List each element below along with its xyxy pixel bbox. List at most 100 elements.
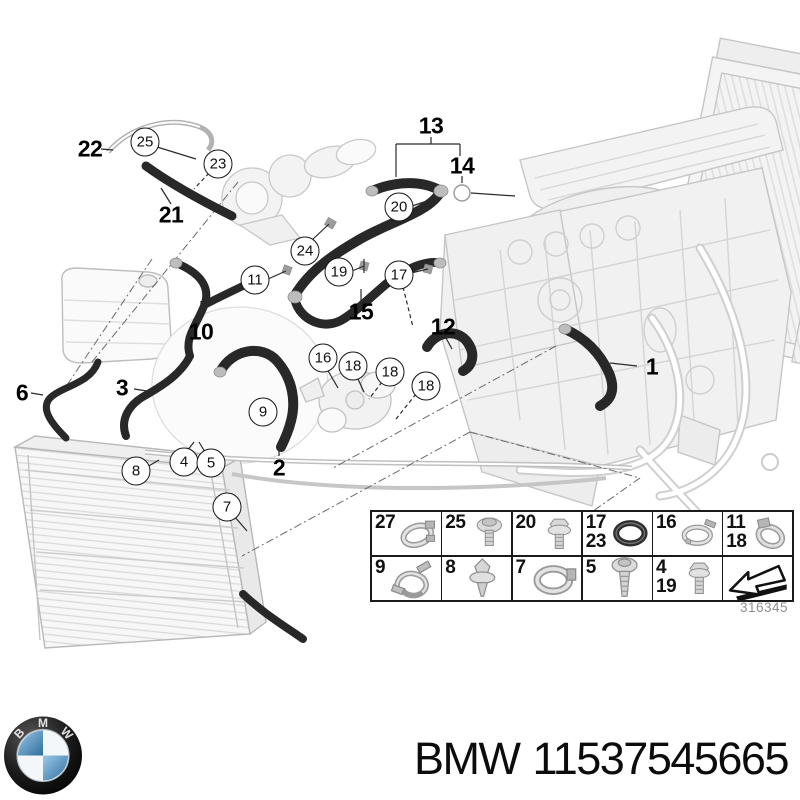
callout-circled-16: 16	[308, 343, 338, 373]
turbocharger-lineart	[221, 138, 377, 246]
callout-number: 4	[179, 453, 189, 471]
legend-number: 7	[515, 556, 527, 578]
callout-number: 15	[348, 298, 374, 325]
callout-number: 17	[390, 266, 408, 284]
callout-number: 19	[330, 263, 348, 281]
fasteners-legend-table: 27 25 20	[370, 510, 794, 602]
legend-cell-16: 16	[653, 512, 722, 556]
callout-circled-11: 11	[240, 265, 270, 295]
worm-hose-clamp-icon	[400, 520, 436, 549]
legend-number: 18	[726, 531, 747, 552]
expanding-rivet-icon	[469, 557, 496, 597]
legend-number: 11	[726, 512, 746, 533]
callout-number: 9	[258, 403, 268, 421]
callout-number: 6	[15, 379, 29, 406]
pan-head-screw-icon	[611, 556, 638, 597]
callout-number: 24	[296, 242, 314, 260]
drawing-number: 316345	[739, 600, 788, 615]
legend-number: 23	[585, 531, 607, 552]
legend-cell-7: 7	[512, 556, 582, 600]
roundel-quadrants	[18, 730, 68, 781]
callout-number: 8	[131, 462, 141, 480]
construction-lines	[62, 181, 641, 557]
callout-number: 2	[272, 454, 286, 481]
legend-cell-9: 9	[372, 556, 441, 600]
callout-number: 16	[314, 349, 332, 367]
hose-21	[141, 161, 237, 221]
callout-circled-7: 7	[212, 492, 242, 522]
legend-cell-25: 25	[442, 512, 511, 556]
callout-number: 1	[645, 353, 659, 380]
brand-name: BMW	[414, 733, 521, 784]
callout-13: 13	[419, 114, 444, 138]
legend-number: 16	[656, 512, 677, 533]
callout-number: 23	[209, 155, 227, 173]
band-clamp-icon	[533, 564, 576, 595]
callout-circled-18c: 18	[411, 371, 441, 401]
legend-cell-11-18: 11 18	[723, 512, 792, 556]
legend-number: 9	[375, 556, 386, 578]
fan-shroud-lineart	[151, 306, 329, 464]
callout-12: 12	[431, 315, 456, 339]
flange-bolt-icon	[688, 562, 711, 595]
callout-number: 20	[390, 198, 408, 216]
legend-number: 27	[375, 512, 396, 533]
hose-15	[290, 257, 445, 329]
spring-clip-icon	[390, 559, 432, 598]
callout-number: 10	[188, 318, 214, 345]
callout-number: 14	[449, 152, 475, 179]
part-number: 11537545665	[532, 733, 790, 784]
seal-ring-14	[453, 184, 471, 202]
callout-circled-19: 19	[324, 257, 354, 287]
legend-cell-8: 8	[442, 556, 511, 600]
legend-number: 8	[445, 556, 456, 578]
callout-number: 7	[222, 498, 232, 516]
callout-10: 10	[188, 318, 214, 345]
callout-2: 2	[272, 454, 286, 481]
callout-14: 14	[449, 152, 475, 179]
callout-number: 5	[206, 454, 216, 472]
callout-circled-8: 8	[121, 456, 151, 486]
hose-13	[367, 178, 446, 196]
callout-circled-23: 23	[203, 149, 233, 179]
legend-cell-arrow	[723, 556, 792, 600]
callout-1: 1	[645, 353, 659, 380]
hex-bolt-washer-icon	[547, 518, 571, 550]
legend-number: 19	[656, 575, 677, 597]
callout-number: 18	[344, 357, 362, 375]
engine-lineart	[439, 37, 800, 507]
legend-cell-4-19: 4 19	[653, 556, 722, 600]
legend-number: 25	[445, 512, 466, 533]
callout-3: 3	[116, 376, 129, 400]
screw-with-washer-icon	[477, 517, 503, 547]
hose-3	[120, 352, 194, 440]
callout-circled-9: 9	[248, 397, 278, 427]
pointer-arrow-icon	[729, 564, 787, 600]
hose-6	[42, 358, 102, 442]
legend-number: 5	[585, 556, 597, 578]
legend-number: 17	[585, 512, 607, 533]
legend-cell-5: 5	[582, 556, 652, 600]
callout-circled-24: 24	[290, 236, 320, 266]
part-title: BMW 11537545665	[414, 733, 790, 785]
callout-21: 21	[158, 201, 184, 228]
callout-number: 11	[247, 271, 263, 289]
hose-2	[215, 346, 299, 452]
bmw-logo: B M W	[4, 716, 82, 795]
o-ring-icon	[612, 520, 648, 547]
callout-circled-5: 5	[196, 448, 226, 478]
callout-number: 25	[136, 133, 154, 151]
legend-cell-20: 20	[512, 512, 582, 556]
callout-circled-18b: 18	[375, 357, 405, 387]
cooling-hoses-illustration	[12, 37, 800, 649]
legend-cell-17-23: 17 23	[582, 512, 652, 556]
callout-number: 21	[158, 201, 184, 228]
callout-circled-4: 4	[169, 447, 199, 477]
hoses	[42, 161, 618, 643]
callout-circled-17: 17	[384, 260, 414, 290]
legend-number: 20	[515, 512, 537, 533]
callout-number: 18	[417, 377, 435, 395]
expansion-tank-lineart	[61, 267, 172, 364]
callout-number: 22	[77, 135, 103, 162]
